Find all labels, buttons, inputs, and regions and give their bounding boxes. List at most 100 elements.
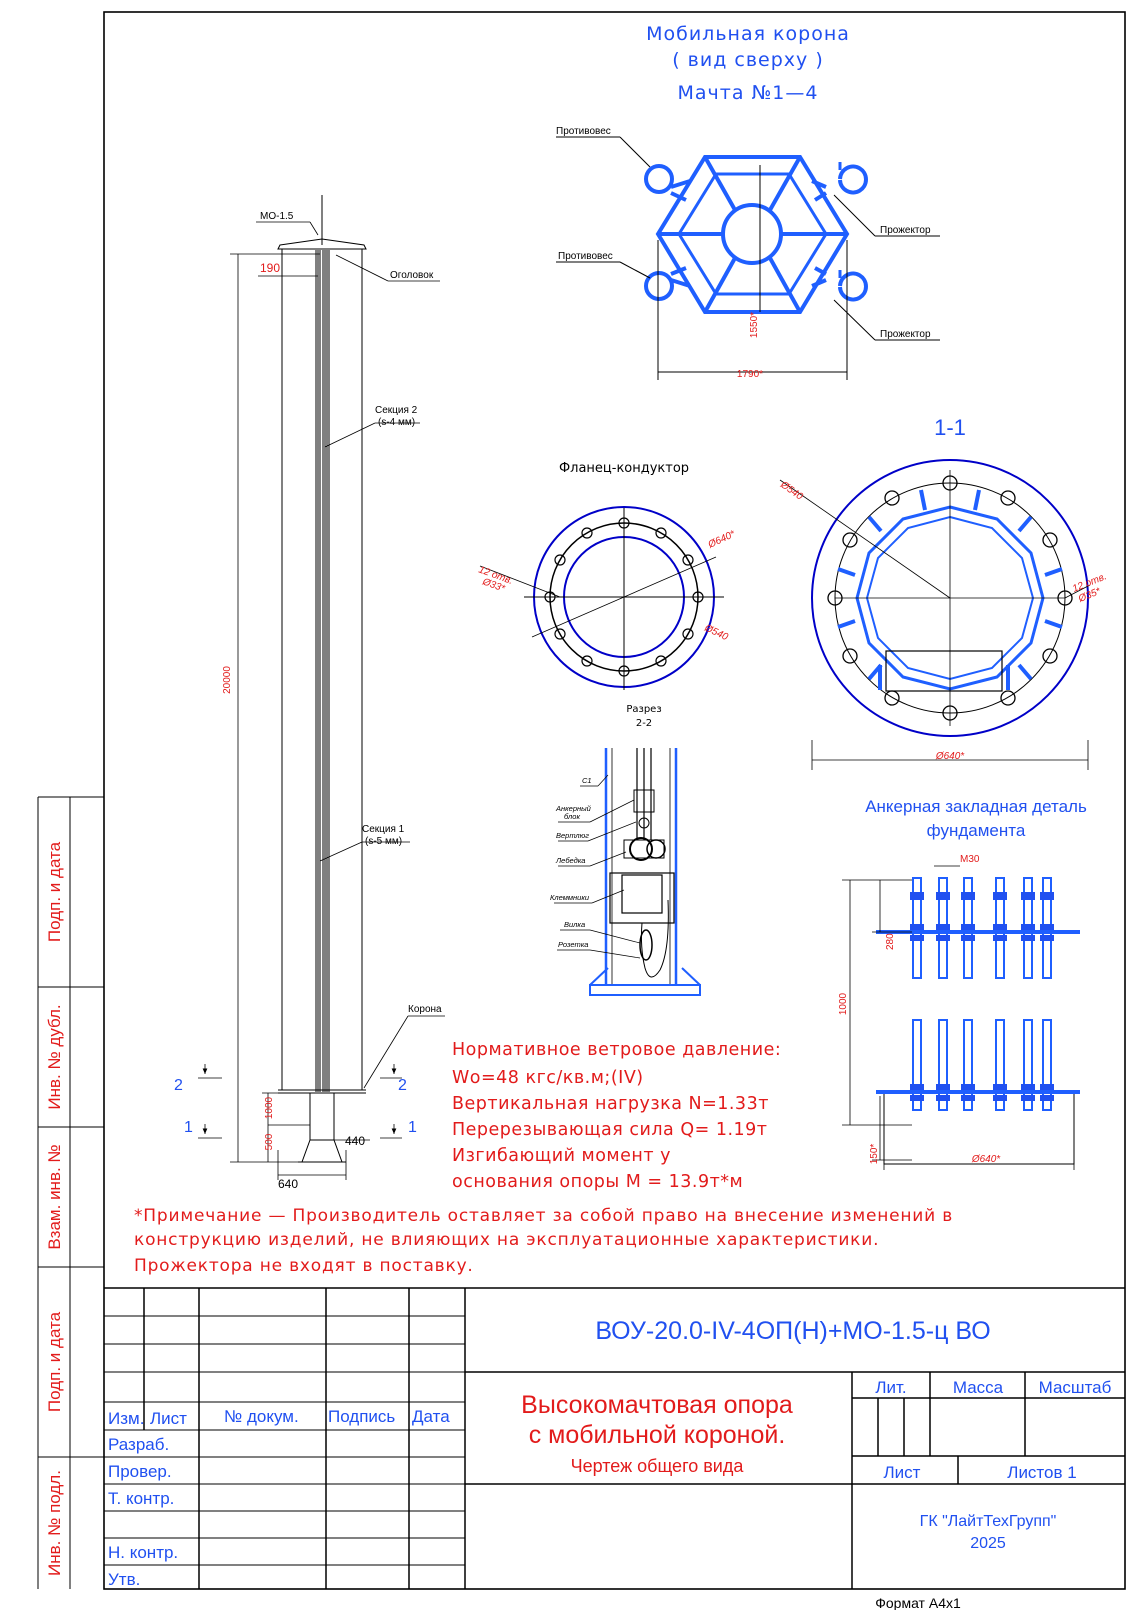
anchor-dim-m30: М30: [960, 854, 980, 865]
svg-text:Мачта №1—4: Мачта №1—4: [678, 82, 819, 104]
svg-text:Прожектор: Прожектор: [880, 329, 931, 340]
tb-year: 2025: [970, 1535, 1006, 1552]
mast-dim-440: 440: [345, 1134, 365, 1148]
section22-title-2: 2-2: [636, 718, 652, 729]
crown-labels: Противовес Противовес Прожектор Прожекто…: [556, 126, 931, 340]
anchor-title-2: фундамента: [927, 821, 1026, 840]
section22-label-c1: С1: [582, 776, 592, 785]
mast-label-crown: Корона: [408, 1004, 442, 1015]
side-stamp-labels: Подп. и дата Инв. № дубл. Взам. инв. № П…: [45, 841, 64, 1576]
svg-text:( вид сверху ): ( вид сверху ): [672, 49, 824, 71]
section22-label-socket: Розетка: [558, 940, 588, 949]
tb-name-2: с мобильной короной.: [529, 1421, 786, 1449]
section-1-1-view: [779, 459, 1091, 770]
svg-text:конструкцию изделий, не влияющ: конструкцию изделий, не влияющих на эксп…: [134, 1230, 879, 1250]
svg-text:основания опоры M = 13.9т*: основания опоры M = 13.9т*м: [452, 1172, 743, 1192]
section22-label-clamps: Клеммники: [550, 893, 590, 902]
tb-date: Дата: [412, 1407, 450, 1426]
tb-name-3: Чертеж общего вида: [571, 1456, 745, 1476]
mast-label-section2-s: (s-4 мм): [378, 417, 415, 428]
anchor-dim-1000: 1000: [838, 992, 849, 1015]
anchor-dim-640: Ø640*: [971, 1154, 1001, 1165]
tb-lit: Лит.: [875, 1378, 906, 1397]
side-label-sign-date-2: Подп. и дата: [45, 1311, 64, 1412]
mast-label-section2: Секция 2: [375, 405, 418, 416]
crown-dims: [556, 136, 940, 380]
anchor-dim-150: 150*: [869, 1144, 880, 1165]
tb-sheets: Листов 1: [1007, 1463, 1076, 1482]
section22-title-1: Разрез: [626, 704, 661, 715]
tb-role-approved: Утв.: [108, 1570, 140, 1589]
section22-label-anchor-1: Анкерный: [555, 804, 592, 813]
cut-mark-2-left: 2: [174, 1077, 183, 1094]
svg-text:Изгибающий момент у: Изгибающий момент у: [452, 1146, 671, 1166]
tb-list: Лист: [150, 1409, 187, 1428]
tb-izm: Изм.: [108, 1409, 144, 1428]
svg-text:*Примечание — Производитель ос: *Примечание — Производитель оставляет за…: [134, 1206, 953, 1226]
load-data: Нормативное ветровое давление: Wо=48 кгс…: [452, 1040, 781, 1192]
flange-d640: Ø640*: [706, 528, 738, 551]
tb-drawing-code: ВОУ-20.0-IV-4ОП(Н)+МО-1.5-ц ВО: [595, 1317, 990, 1345]
mast-elevation: [277, 195, 367, 1163]
note: *Примечание — Производитель оставляет за…: [134, 1206, 953, 1276]
side-label-dup-inv: Инв. № дубл.: [45, 1004, 64, 1109]
svg-text:Wо=48 кгс/кв.м;(IV): Wо=48 кгс/кв.м;(IV): [452, 1068, 644, 1088]
anchor-embedded-part: [842, 865, 1080, 1170]
side-label-replace-inv: Взам. инв. №: [45, 1144, 64, 1249]
side-label-orig-inv: Инв. № подл.: [45, 1470, 64, 1576]
mast-dims: [198, 221, 445, 1180]
tb-role-tech-control: Т. контр.: [108, 1489, 174, 1508]
svg-text:Прожектора не входят в поставк: Прожектора не входят в поставку.: [134, 1256, 474, 1276]
mast-dim-640: 640: [278, 1177, 298, 1191]
tb-name-1: Высокомачтовая опора: [521, 1391, 793, 1419]
svg-text:Вертикальная нагрузка N=1.33т: Вертикальная нагрузка N=1.33т: [452, 1094, 769, 1114]
crown-dim-height: 1550*: [749, 312, 760, 338]
flange-d540: Ø540: [702, 622, 730, 643]
tb-mass: Масса: [953, 1378, 1004, 1397]
mast-dim-500: 500: [264, 1133, 275, 1150]
tb-doc: № докум.: [224, 1407, 299, 1426]
flange-title: Фланец-кондуктор: [559, 461, 689, 476]
tb-role-developer: Разраб.: [108, 1435, 169, 1454]
title-block-grid: [104, 1287, 1125, 1589]
cut-mark-1-right: 1: [408, 1119, 417, 1136]
svg-text:Противовес: Противовес: [556, 126, 611, 137]
section11-d540: Ø540: [777, 479, 805, 503]
section22-label-swivel: Вертлюг: [556, 831, 589, 840]
svg-text:Нормативное ветровое давление:: Нормативное ветровое давление:: [452, 1040, 781, 1060]
mast-dim-top: 190: [260, 261, 280, 275]
mast-label-head: Оголовок: [390, 270, 434, 281]
tb-company: ГК "ЛайтТехГрупп": [920, 1513, 1057, 1530]
section-2-2-view: [589, 748, 701, 996]
svg-text:Противовес: Противовес: [558, 251, 613, 262]
tb-role-checker: Провер.: [108, 1462, 172, 1481]
crown-title: Мобильная корона ( вид сверху ) Мачта №1…: [646, 23, 850, 104]
side-label-sign-date-1: Подп. и дата: [45, 841, 64, 942]
svg-text:Перерезывающая сила Q= 1.19т: Перерезывающая сила Q= 1.19т: [452, 1120, 768, 1140]
mast-dim-height: 20000: [222, 666, 233, 694]
cut-mark-2-right: 2: [398, 1077, 407, 1094]
mast-label-mo: МО-1.5: [260, 211, 294, 222]
mast-label-section1: Секция 1: [362, 824, 405, 835]
svg-text:Прожектор: Прожектор: [880, 225, 931, 236]
section11-d640: Ø640*: [935, 751, 965, 762]
section22-label-anchor-2: блок: [564, 812, 580, 821]
mast-dim-1000: 1000: [264, 1096, 275, 1119]
flange-conductor: [479, 506, 724, 690]
crown-dim-width: 1790*: [737, 369, 763, 380]
anchor-title-1: Анкерная закладная деталь: [865, 797, 1087, 816]
tb-role-norm-control: Н. контр.: [108, 1543, 178, 1562]
svg-text:Мобильная корона: Мобильная корона: [646, 23, 850, 45]
cut-mark-1-left: 1: [184, 1119, 193, 1136]
tb-sign: Подпись: [328, 1407, 395, 1426]
tb-format: Формат А4х1: [875, 1595, 961, 1610]
anchor-dim-280: 280: [885, 933, 896, 950]
tb-sheet: Лист: [884, 1463, 921, 1482]
section11-title: 1-1: [934, 415, 966, 440]
section22-label-plug: Вилка: [564, 920, 585, 929]
mast-label-section1-s: (s-5 мм): [365, 836, 402, 847]
sheet-frame: [37, 11, 1126, 1590]
tb-scale: Масштаб: [1039, 1378, 1112, 1397]
crown-top-view: [644, 155, 868, 314]
